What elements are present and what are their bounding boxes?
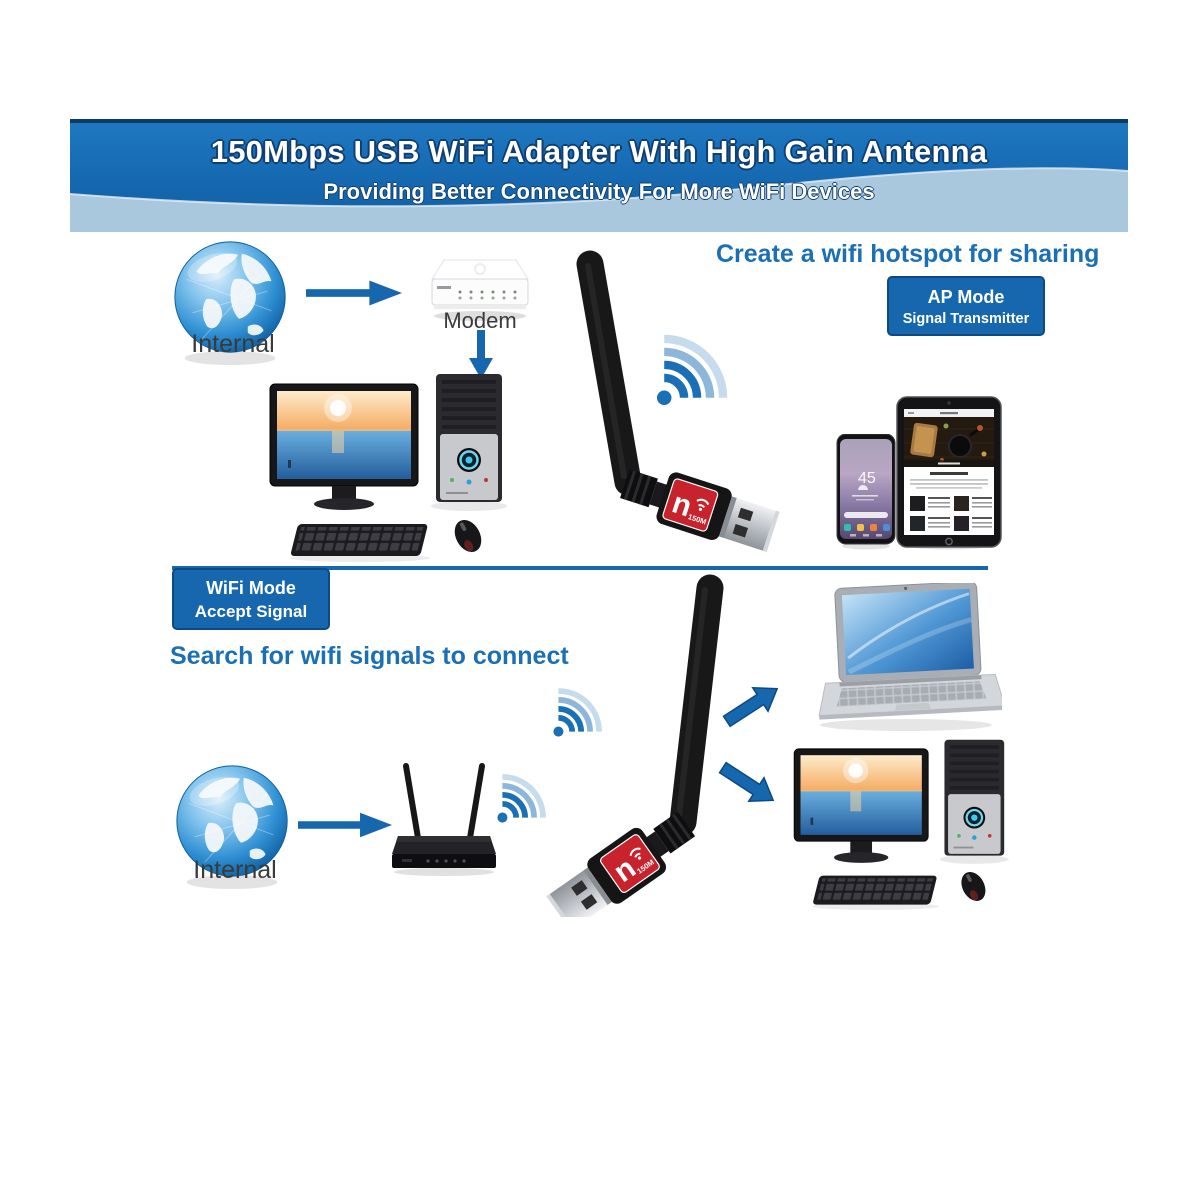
wifi-signal-icon-top bbox=[652, 326, 736, 410]
internal-label-bottom: Internal bbox=[193, 856, 277, 884]
smartphone-image: 45 bbox=[836, 434, 896, 550]
modem-image bbox=[431, 259, 529, 321]
wifi-mode-badge-line2: Accept Signal bbox=[194, 602, 308, 621]
arrow-up-right-icon bbox=[722, 687, 779, 728]
router-image bbox=[392, 763, 496, 876]
banner-subtitle: Providing Better Connectivity For More W… bbox=[323, 179, 875, 204]
desktop-computer-top bbox=[268, 372, 508, 562]
adapter-body: n 150M bbox=[546, 811, 696, 917]
desktop-computer-bottom bbox=[792, 738, 1010, 910]
ap-mode-badge-line2: Signal Transmitter bbox=[902, 310, 1030, 327]
ap-mode-badge-line1: AP Mode bbox=[927, 286, 1005, 307]
arrow-down-icon bbox=[469, 330, 493, 379]
wifi-mode-badge: WiFi Mode Accept Signal bbox=[172, 568, 330, 630]
tablet-image bbox=[896, 396, 1002, 550]
usb-adapter-top: n 150M bbox=[576, 250, 780, 552]
banner: 150Mbps USB WiFi Adapter With High Gain … bbox=[70, 123, 1128, 232]
ap-mode-badge: AP Mode Signal Transmitter bbox=[887, 276, 1045, 336]
laptop-image bbox=[818, 583, 1002, 731]
internal-label-top: Internal bbox=[191, 330, 275, 358]
wifi-mode-badge-line1: WiFi Mode bbox=[206, 577, 296, 598]
banner-title: 150Mbps USB WiFi Adapter With High Gain … bbox=[210, 134, 988, 169]
phone-temperature: 45 bbox=[858, 470, 876, 487]
arrow-right-icon-top bbox=[306, 278, 402, 308]
section-divider bbox=[172, 566, 988, 570]
adapter-body: n 150M bbox=[620, 469, 780, 552]
adapter-logo: n 150M bbox=[662, 478, 719, 532]
modem-label: Modem bbox=[443, 308, 517, 333]
arrow-right-icon-bottom bbox=[298, 810, 392, 840]
banner-top-line bbox=[70, 119, 1128, 123]
ap-heading: Create a wifi hotspot for sharing bbox=[716, 240, 1100, 268]
wifi-heading: Search for wifi signals to connect bbox=[170, 642, 569, 670]
banner-wave-shape bbox=[70, 167, 1128, 232]
arrow-down-right-icon bbox=[718, 761, 775, 802]
usb-adapter-bottom: n 150M bbox=[546, 574, 724, 917]
